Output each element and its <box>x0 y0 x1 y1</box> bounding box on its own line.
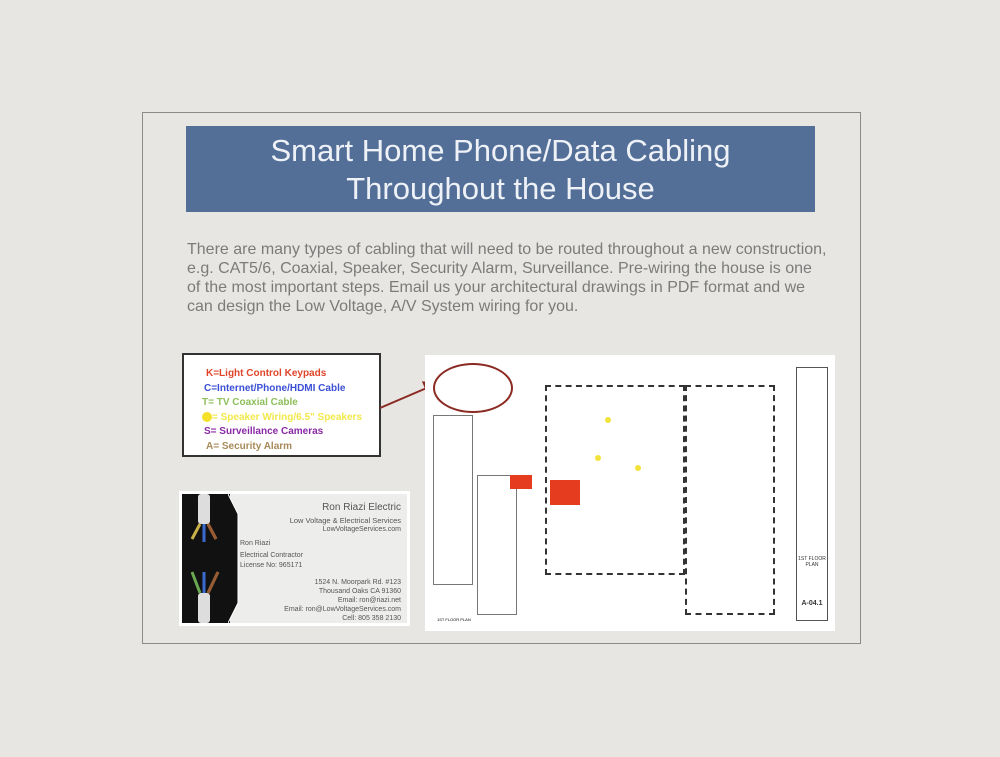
legend-item: S= Surveillance Cameras <box>204 426 324 437</box>
card-email: Email: ron@riazi.net <box>337 597 401 604</box>
cable-wires-icon <box>190 523 220 594</box>
cable-sheath-bottom <box>198 593 210 623</box>
sheet-number: A-04.1 <box>801 600 823 607</box>
card-company: Ron Riazi Electric <box>322 502 401 513</box>
slide-frame <box>142 112 861 644</box>
card-cell: Cell: 805 358 2130 <box>342 615 401 622</box>
cabling-legend: K=Light Control Keypads C=Internet/Phone… <box>182 353 381 457</box>
business-card: Ron Riazi Electric Low Voltage & Electri… <box>179 491 410 626</box>
notes-table <box>433 415 473 585</box>
card-address: 1524 N. Moorpark Rd. #123 <box>314 579 401 586</box>
notes-table-2 <box>477 475 517 615</box>
card-role: Electrical Contractor <box>240 552 304 559</box>
legend-item: C=Internet/Phone/HDMI Cable <box>204 382 346 394</box>
legend-item: A= Security Alarm <box>206 440 293 452</box>
red-label <box>510 475 532 489</box>
business-card-face: Ron Riazi Electric Low Voltage & Electri… <box>182 494 407 623</box>
sheet-title: 1ST FLOOR PLAN <box>798 556 826 568</box>
legend-item: T= TV Coaxial Cable <box>202 397 298 408</box>
card-license: License No: 965171 <box>240 562 303 569</box>
card-name: Ron Riazi <box>240 540 271 547</box>
card-city: Thousand Oaks CA 91360 <box>318 588 401 595</box>
cable-image <box>182 494 230 623</box>
slide-body-text: There are many types of cabling that wil… <box>187 241 827 315</box>
speaker-dot-icon <box>605 417 611 423</box>
card-tagline: Low Voltage & Electrical Services <box>289 516 401 525</box>
legend-item: = Speaker Wiring/6.5" Speakers <box>184 411 379 426</box>
cable-sheath-top <box>198 494 210 524</box>
slide-title: Smart Home Phone/Data Cabling Throughout… <box>186 126 815 212</box>
red-label-2 <box>550 480 580 505</box>
house-outline <box>545 385 685 575</box>
card-website: LowVoltageServices.com <box>322 526 401 533</box>
title-block: 1ST FLOOR PLAN A-04.1 <box>796 367 828 621</box>
legend-item-label: = Speaker Wiring/6.5" Speakers <box>212 411 363 423</box>
floor-plan-drawing: 1ST FLOOR PLAN 1ST FLOOR PLAN A-04.1 <box>425 355 835 631</box>
legend-highlight-circle <box>433 363 513 413</box>
garage-outline <box>685 385 775 615</box>
legend-item: K=Light Control Keypads <box>206 368 327 379</box>
speaker-dot-icon <box>635 465 641 471</box>
title-line-1: Smart Home Phone/Data Cabling <box>270 133 731 168</box>
speaker-dot-icon <box>202 411 212 422</box>
card-border-shape <box>228 494 239 623</box>
card-email-2: Email: ron@LowVoltageServices.com <box>284 606 401 613</box>
plan-caption: 1ST FLOOR PLAN <box>437 617 471 622</box>
title-line-2: Throughout the House <box>346 171 655 206</box>
speaker-dot-icon <box>595 455 601 461</box>
